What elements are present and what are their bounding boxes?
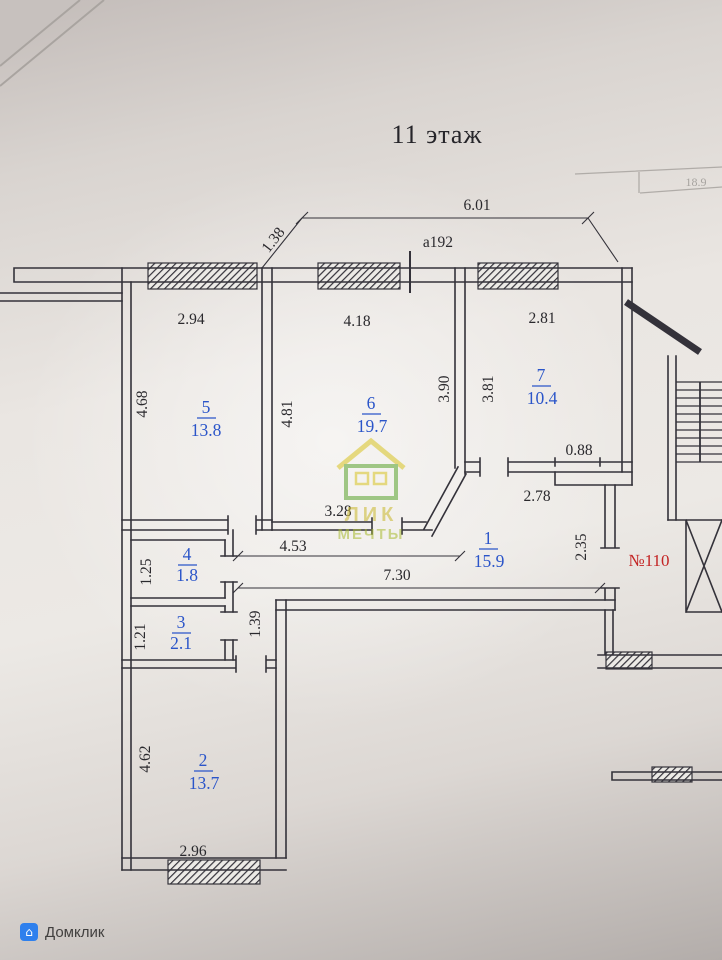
room-5-number: 5 [202,397,211,417]
staircase [676,381,722,463]
room-number-underlines [172,385,551,772]
dim-hall-width: 7.30 [383,567,410,584]
agency-watermark: ЛИК МЕЧТЫ [336,437,406,543]
window-room5 [147,262,258,290]
watermark-text-line2: МЕЧТЫ [338,526,405,543]
dimension-lines [232,211,619,594]
watermark-house-window2-icon [372,471,388,486]
room-1-area: 15.9 [474,551,505,571]
dim-room5-width: 2.94 [177,311,204,328]
room-5-area: 13.8 [191,420,222,440]
axis-label: а192 [423,234,453,251]
hatched-wall-lower-right [651,766,693,783]
stairwell-diagonal-wall [624,299,702,355]
watermark-house-roof-icon [336,437,406,470]
dim-top-left-diagonal: 1.38 [258,224,288,256]
room-2-number: 2 [199,750,208,770]
adjacent-sheet-label: 18.9 [686,175,707,189]
room-6-area: 19.7 [357,416,388,436]
dim-room6-height: 4.81 [279,400,296,427]
floor-title: 11 этаж [392,120,483,149]
window-room2 [167,859,261,885]
dim-room3-height: 1.21 [132,623,149,650]
watermark-house-window-icon [354,471,370,486]
dim-room7-width: 2.81 [528,310,555,327]
dim-room2-width: 2.96 [179,843,206,860]
dim-top-width: 6.01 [463,197,490,214]
domclick-brand-label: Домклик [45,923,105,941]
dim-room6-width: 4.18 [343,313,370,330]
room-1-number: 1 [484,528,493,548]
watermark-house-body-icon [344,464,398,500]
dim-room4-height: 1.25 [138,558,155,585]
room-3-area: 2.1 [170,633,192,653]
dim-room7-height: 3.81 [480,375,497,402]
hatched-wall-right [605,651,653,670]
dim-room6-bottom: 3.28 [324,503,351,520]
window-room7 [477,262,559,290]
room-7-number: 7 [537,365,546,385]
dim-niche-width: 0.88 [565,442,592,459]
window-blocks [147,262,693,885]
room-4-area: 1.8 [176,565,198,585]
dim-corridor-length: 1.39 [247,610,264,637]
dim-room6-right-height: 3.90 [436,375,453,402]
domclick-house-icon: ⌂ [20,923,38,941]
domclick-brand: ⌂ Домклик [20,923,104,941]
dim-hall-right: 2.35 [573,533,590,560]
adjacent-sheet-lines: 18.9 [574,166,722,194]
dim-room2-height: 4.62 [137,745,154,772]
room-7-area: 10.4 [527,388,558,408]
watermark-text-line1: ЛИК [345,504,398,526]
room-labels: 5 13.8 6 19.7 7 10.4 1 15.9 4 1.8 3 2.1 … [170,365,558,793]
window-room6 [317,262,401,290]
room-6-number: 6 [367,393,376,413]
room-2-area: 13.7 [189,773,220,793]
dim-hall-upper-left: 4.53 [279,538,306,555]
page-corner [0,0,105,87]
dim-room5-height: 4.68 [134,390,151,417]
walls [0,251,722,871]
room-3-number: 3 [177,612,186,632]
room-4-number: 4 [183,544,192,564]
apartment-number: №110 [628,551,669,570]
dim-hall-top: 2.78 [523,488,550,505]
